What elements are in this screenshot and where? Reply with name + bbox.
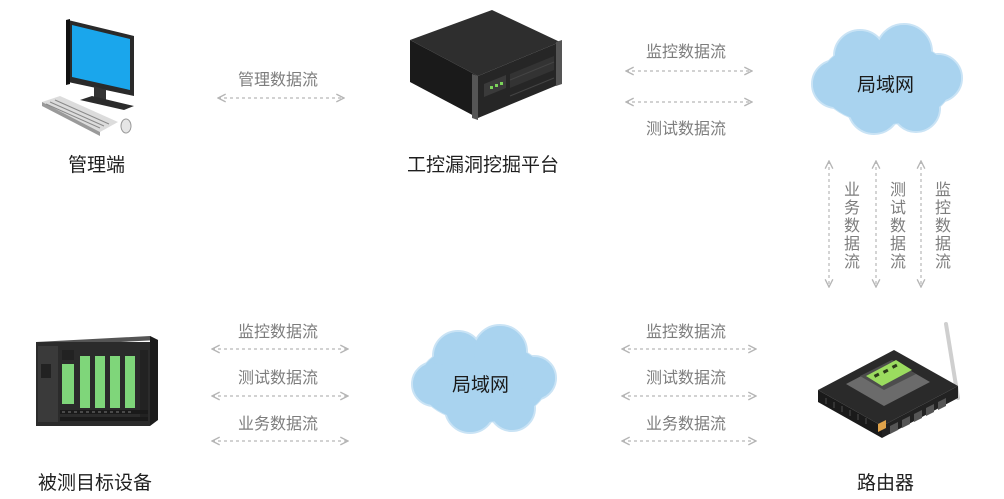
flow-label-lan-router-test: 测试数据流 [646,364,726,388]
flow-label-target-lan-business: 业务数据流 [238,410,318,434]
flow-label-target-lan-test: 测试数据流 [238,364,318,388]
flow-label-target-lan-monitor: 监控数据流 [238,318,318,342]
flow-label-lan-router-monitor: 监控数据流 [646,318,726,342]
computer-icon [38,14,138,142]
platform-label: 工控漏洞挖掘平台 [407,150,559,177]
target-label: 被测目标设备 [38,468,152,495]
admin-label: 管理端 [68,150,125,177]
vflow-label-monitor: 监控数据流 [934,181,952,271]
flow-label-admin-platform: 管理数据流 [238,66,318,90]
lan-top-label: 局域网 [857,70,914,97]
vflow-label-test: 测试数据流 [889,181,907,271]
vflow-label-business: 业务数据流 [843,181,861,271]
flow-label-platform-lan-test: 测试数据流 [646,115,726,139]
plc-icon [32,334,160,430]
lan-bottom-label: 局域网 [452,370,509,397]
router-label: 路由器 [857,468,914,495]
flow-label-platform-lan-monitor: 监控数据流 [646,38,726,62]
flow-label-lan-router-business: 业务数据流 [646,410,726,434]
server-icon [406,6,566,124]
router-icon [812,320,962,444]
